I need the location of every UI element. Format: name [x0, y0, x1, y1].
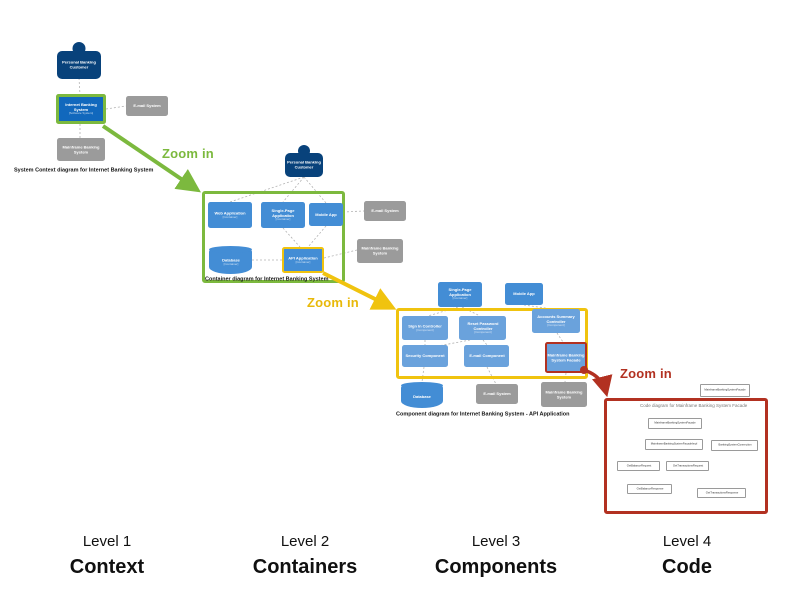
cylinder-top [209, 246, 252, 253]
accounts-summary-controller-box: Accounts Summary Controller [Component] [532, 309, 580, 333]
footer-level4: Level 4 Code [602, 533, 772, 579]
box-title: Security Component [405, 353, 445, 359]
cylinder-body [401, 385, 443, 408]
zoom-in-label-yellow: Zoom in [307, 295, 359, 310]
sign-in-controller-box: Sign In Controller [Component] [402, 316, 448, 340]
level1-caption: System Context diagram for Internet Bank… [14, 167, 154, 173]
uml-class-box: MainframeBankingSystemFacadeImpl [645, 439, 703, 450]
person-label: Personal Banking Customer [285, 153, 323, 177]
footer-level2: Level 2 Containers [220, 533, 390, 579]
person-name: Personal Banking Customer [287, 160, 321, 170]
class-name: MainframeBankingSystemFacadeImpl [650, 442, 698, 446]
class-name: GetTransactionsResponse [705, 491, 738, 495]
api-application-box: API Application [Container] [282, 247, 324, 273]
mobile-app-box: Mobile App [309, 203, 343, 226]
box-title: E-mail System [483, 391, 511, 397]
level-number: Level 3 [471, 533, 521, 550]
level-title: Context [69, 556, 145, 578]
box-subtitle: [Component] [547, 324, 565, 327]
box-title: Mainframe Banking System [62, 144, 100, 154]
email-system-box: E-mail System [126, 96, 168, 116]
box-subtitle: [Container] [452, 297, 468, 301]
box-subtitle: [Component] [473, 331, 492, 334]
box-subtitle: [Container] [275, 218, 291, 221]
box-title: E-mail Component [468, 353, 505, 359]
web-application-box: Web Application [Container] [208, 202, 252, 228]
uml-class-box: MainframeBankingSystemFacade [648, 418, 702, 429]
level2-zoom-frame [202, 191, 345, 283]
reset-password-controller-box: Reset Password Controller [Component] [459, 316, 506, 340]
class-name: GetBalanceResponse [636, 487, 663, 491]
box-subtitle: [Container] [223, 262, 238, 266]
mainframe-banking-system-facade-box: Mainframe Banking System Facade [545, 342, 587, 373]
box-title: Reset Password Controller [467, 321, 498, 331]
level3-caption: Component diagram for Internet Banking S… [396, 411, 570, 417]
uml-class-box: BankingSystemConnection [711, 440, 758, 451]
box-title: E-mail System [133, 103, 161, 109]
mobile-app-box: Mobile App [505, 283, 543, 305]
box-title: Single-Page Application [271, 208, 295, 218]
box-subtitle: [Component] [416, 328, 434, 332]
single-page-application-box: Single-Page Application [Container] [438, 282, 482, 307]
level-number: Level 1 [82, 533, 132, 550]
box-title: Single-Page Application [448, 287, 472, 298]
box-title: Database [221, 257, 240, 263]
zoom-in-label-red: Zoom in [620, 366, 672, 381]
level-title: Containers [252, 556, 358, 578]
internet-banking-system-box: Internet Banking System [Software System… [56, 94, 106, 124]
class-name: GetTransactionsRequest [672, 464, 703, 468]
database-cylinder: Database [401, 382, 443, 408]
box-title: Mobile App [513, 291, 535, 297]
box-title: Accounts Summary Controller [537, 314, 575, 324]
package-label: MainframeBankingSystemFacade [704, 388, 746, 392]
box-subtitle: [Software System] [68, 112, 94, 115]
person-label: Personal Banking Customer [57, 51, 101, 79]
email-component-box: E-mail Component [464, 345, 509, 367]
person-name: Personal Banking Customer [62, 60, 96, 70]
class-name: BankingSystemConnection [717, 443, 752, 447]
cylinder-top [401, 382, 443, 389]
level2-caption: Container diagram for Internet Banking S… [205, 276, 329, 282]
uml-class-box: GetTransactionsRequest [666, 461, 709, 471]
box-title: Mainframe Banking System Facade [547, 352, 585, 362]
box-title: E-mail System [371, 208, 399, 214]
box-title: API Application [288, 255, 318, 261]
database-cylinder: Database [Container] [209, 246, 252, 274]
mainframe-banking-system-box: Mainframe Banking System [57, 138, 105, 161]
single-page-application-box: Single-Page Application [Container] [261, 202, 305, 228]
email-system-box: E-mail System [364, 201, 406, 221]
uml-class-box: GetBalanceRequest [617, 461, 660, 471]
box-title: Sign In Controller [408, 323, 442, 329]
mainframe-banking-system-box: Mainframe Banking System [541, 382, 587, 407]
box-title: Mainframe Banking System [545, 389, 583, 399]
class-name: MainframeBankingSystemFacade [654, 421, 696, 425]
box-title: Mainframe Banking System [361, 246, 399, 256]
level2-person: Personal Banking Customer [285, 145, 323, 177]
uml-class-box: GetTransactionsResponse [697, 488, 746, 498]
security-component-box: Security Component [402, 345, 448, 367]
cylinder-body [209, 249, 252, 274]
box-title: Internet Banking System [65, 102, 97, 112]
level-title: Components [434, 556, 558, 578]
mainframe-banking-system-box: Mainframe Banking System [357, 239, 403, 263]
footer-level1: Level 1 Context [22, 533, 192, 579]
box-subtitle: [Container] [295, 260, 311, 264]
box-title: Web Application [214, 210, 246, 216]
level4-caption: Code diagram for Mainframe Banking Syste… [640, 403, 748, 408]
class-name: GetBalanceRequest [626, 464, 651, 468]
zoom-in-label-green: Zoom in [162, 146, 214, 161]
level-title: Code [662, 556, 712, 578]
footer-level3: Level 3 Components [411, 533, 581, 579]
email-system-box: E-mail System [476, 384, 518, 404]
level-number: Level 4 [662, 533, 712, 550]
level-number: Level 2 [280, 533, 330, 550]
uml-class-box: GetBalanceResponse [627, 484, 672, 494]
level1-person: Personal Banking Customer [57, 42, 101, 79]
box-title: Mobile App [315, 212, 337, 217]
box-subtitle: [Container] [222, 215, 238, 219]
box-title: Database [413, 394, 431, 400]
package-label-box: MainframeBankingSystemFacade [700, 384, 750, 397]
